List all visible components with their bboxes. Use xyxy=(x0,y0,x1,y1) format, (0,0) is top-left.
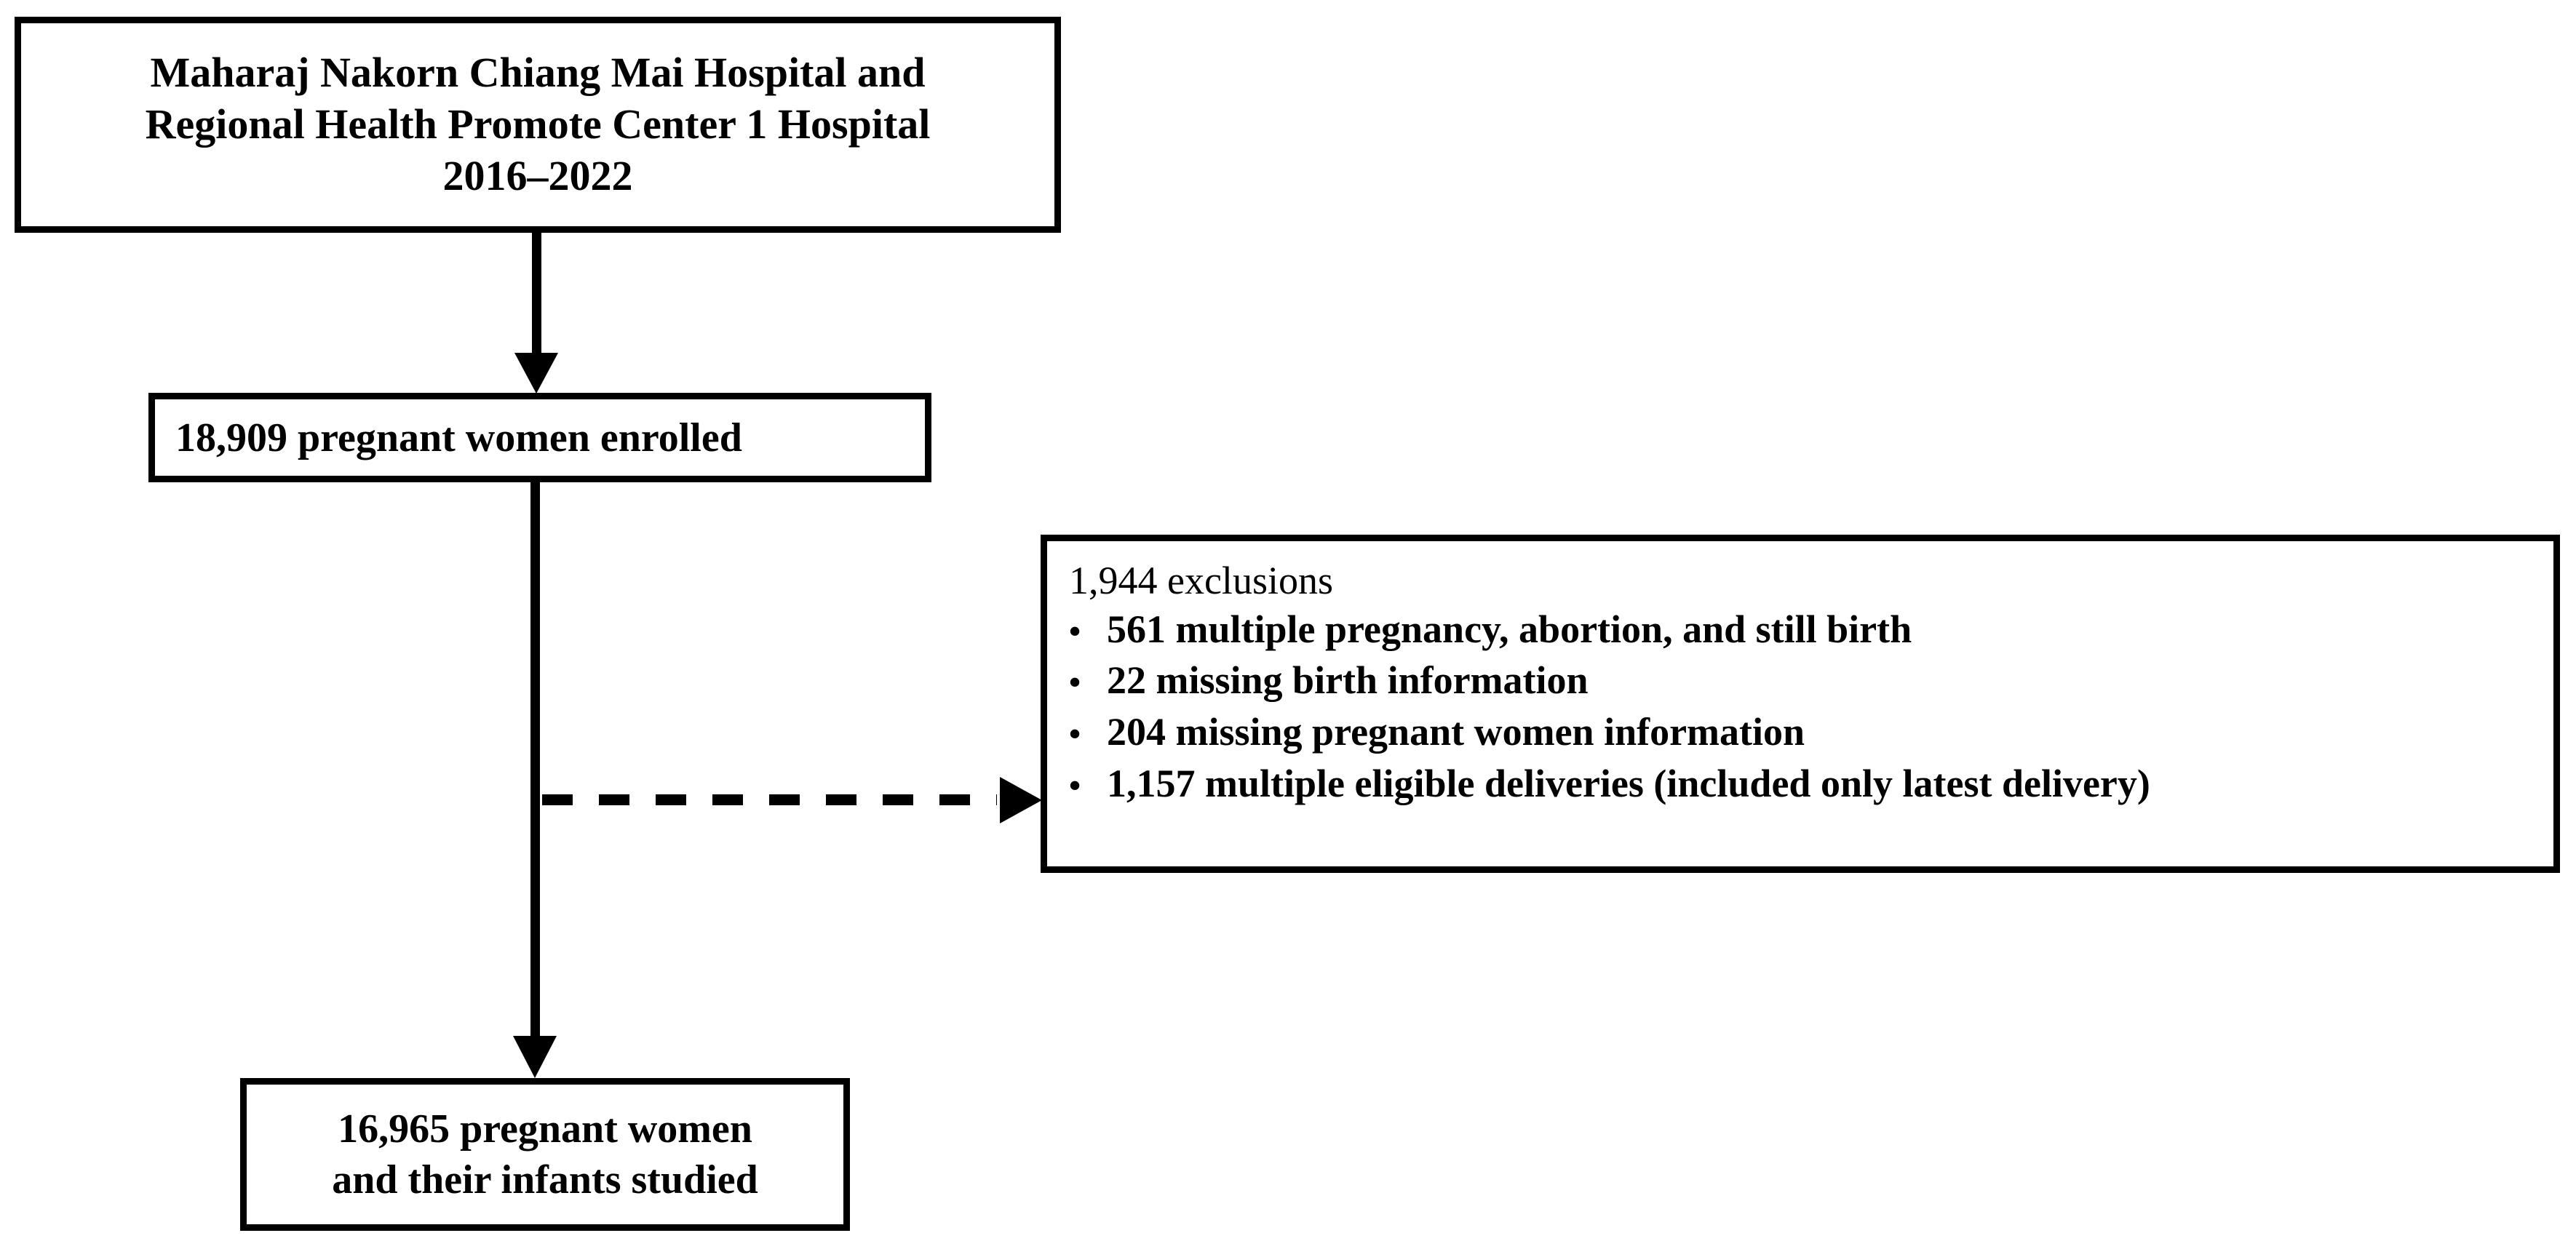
study-setting-box: Maharaj Nakorn Chiang Mai Hospital and R… xyxy=(15,17,1061,233)
bullet-icon: • xyxy=(1069,612,1081,650)
list-item: • 204 missing pregnant women information xyxy=(1069,711,2540,753)
list-item: • 22 missing birth information xyxy=(1069,660,2540,701)
connector-enrolled-to-studied xyxy=(530,482,540,1039)
connector-enrolled-to-exclusions-dashed xyxy=(542,794,997,805)
enrolled-label: 18,909 pregnant women enrolled xyxy=(175,415,742,460)
study-setting-line-1: Maharaj Nakorn Chiang Mai Hospital and xyxy=(150,49,926,97)
connector-source-to-enrolled xyxy=(532,233,541,364)
study-setting-line-2: Regional Health Promote Center 1 Hospita… xyxy=(145,100,931,148)
enrolled-box: 18,909 pregnant women enrolled xyxy=(148,393,931,482)
studied-line-1: 16,965 pregnant women xyxy=(338,1106,752,1152)
exclusions-box: 1,944 exclusions • 561 multiple pregnanc… xyxy=(1041,535,2560,873)
exclusions-list: • 561 multiple pregnancy, abortion, and … xyxy=(1069,607,2540,805)
exclusion-item-label: 204 missing pregnant women information xyxy=(1107,710,1805,754)
bullet-icon: • xyxy=(1069,715,1081,753)
studied-line-2: and their infants studied xyxy=(332,1157,758,1202)
list-item: • 561 multiple pregnancy, abortion, and … xyxy=(1069,607,2540,651)
arrowhead-right-icon xyxy=(1000,777,1042,823)
exclusions-title: 1,944 exclusions xyxy=(1069,559,1333,602)
arrowhead-down-icon xyxy=(513,1036,557,1078)
exclusion-item-label: 561 multiple pregnancy, abortion, and st… xyxy=(1107,607,1912,651)
list-item: • 1,157 multiple eligible deliveries (in… xyxy=(1069,763,2540,805)
exclusion-item-label: 22 missing birth information xyxy=(1107,658,1589,703)
studied-box: 16,965 pregnant women and their infants … xyxy=(240,1078,850,1231)
bullet-icon: • xyxy=(1069,663,1081,701)
bullet-icon: • xyxy=(1069,766,1081,804)
study-setting-line-3: 2016–2022 xyxy=(442,151,633,199)
arrowhead-down-icon xyxy=(514,353,558,394)
exclusion-item-label: 1,157 multiple eligible deliveries (incl… xyxy=(1107,761,2150,805)
